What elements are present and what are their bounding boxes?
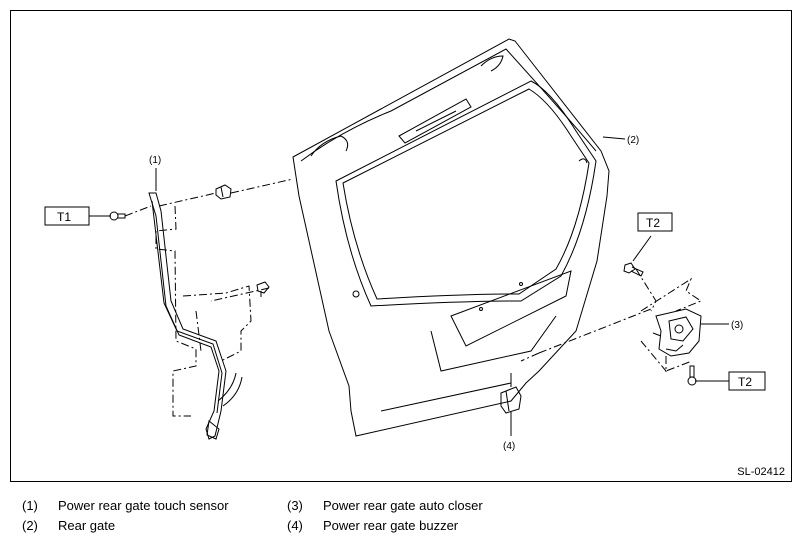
legend-item-1: (1) Power rear gate touch sensor	[22, 498, 229, 513]
auto-closer	[652, 308, 702, 357]
legend-num: (2)	[22, 518, 38, 533]
callout-3: (3)	[731, 320, 743, 331]
rear-gate	[292, 38, 610, 437]
sensor-clip-upper	[215, 184, 232, 200]
exploded-view-drawing: (1) (2) (3) (4) T1 T2 T2	[44, 38, 766, 452]
legend-item-3: (3) Power rear gate auto closer	[287, 498, 483, 513]
leader-t2-upper	[632, 235, 652, 262]
t2-lower-box	[728, 371, 766, 391]
touch-sensor	[148, 192, 243, 440]
t1-box	[44, 206, 90, 226]
torque-label-t2-upper: T2	[646, 216, 660, 230]
callout-2: (2)	[627, 135, 639, 146]
callout-1: (1)	[149, 155, 161, 166]
assembly-guide-lines	[124, 178, 703, 417]
legend-num: (1)	[22, 498, 38, 513]
buzzer	[500, 373, 522, 414]
bolt-t2-lower	[687, 365, 697, 386]
legend-text: Power rear gate touch sensor	[58, 498, 229, 513]
legend-text: Rear gate	[58, 518, 116, 533]
callout-4: (4)	[503, 441, 515, 452]
legend-text: Power rear gate buzzer	[323, 518, 459, 533]
legend-item-2: (2) Rear gate	[22, 518, 115, 533]
t2-upper-box	[637, 212, 673, 232]
figure-id: SL-02412	[737, 466, 785, 478]
leader-2	[602, 136, 626, 140]
legend-item-4: (4) Power rear gate buzzer	[287, 518, 458, 533]
legend-text: Power rear gate auto closer	[323, 498, 483, 513]
torque-label-t2-lower: T2	[738, 375, 752, 389]
bolt-t2-upper	[623, 262, 644, 277]
diagram-frame: (1) (2) (3) (4) T1 T2 T2 SL-02412	[10, 10, 792, 482]
torque-label-t1: T1	[57, 210, 71, 224]
legend-num: (4)	[287, 518, 303, 533]
bolt-t1	[109, 211, 126, 221]
legend-num: (3)	[287, 498, 303, 513]
legend: (1) Power rear gate touch sensor (2) Rear …	[0, 492, 804, 542]
